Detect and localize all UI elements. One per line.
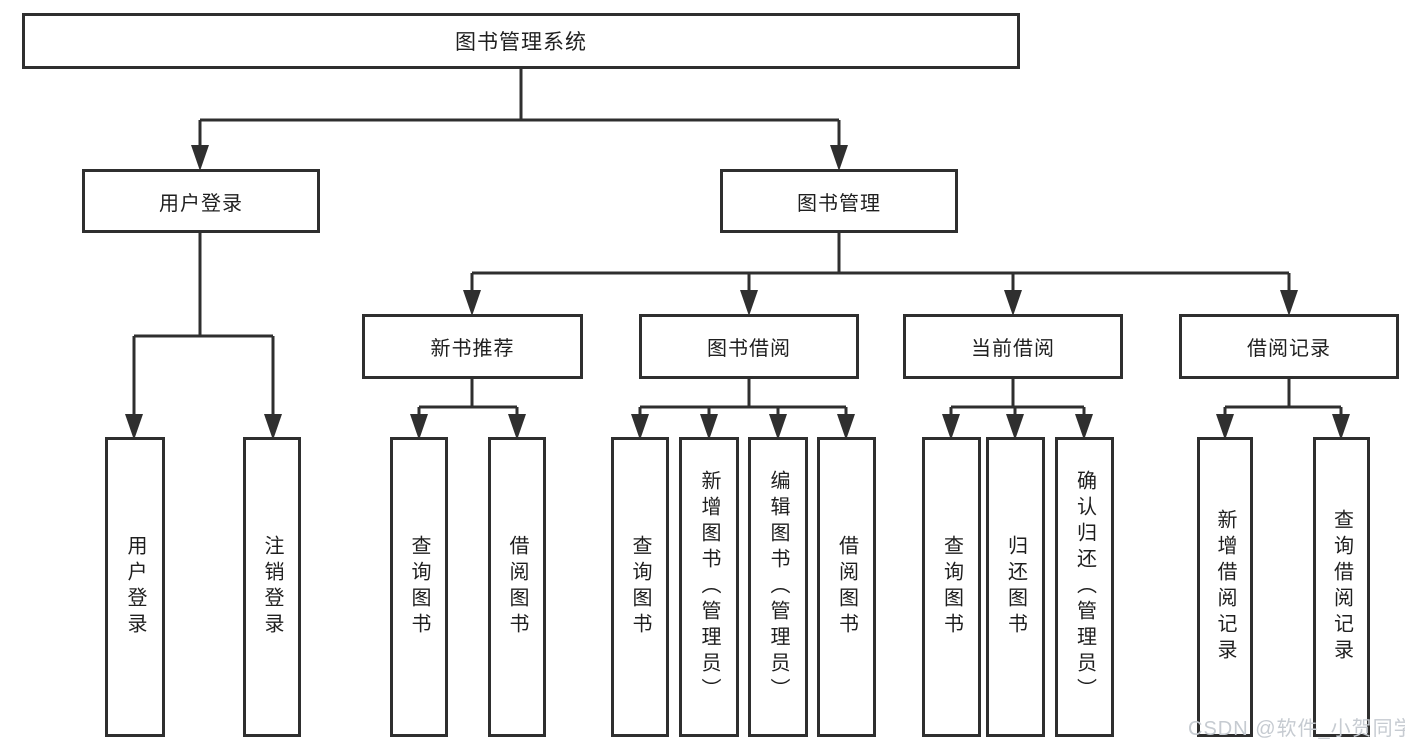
node-label: 归还图书 (1004, 535, 1027, 639)
leaf-edit-books-admin: 编辑图书（管理员） (748, 437, 808, 737)
leaf-add-borrow-record: 新增借阅记录 (1197, 437, 1253, 737)
leaf-confirm-return-admin: 确认归还（管理员） (1055, 437, 1114, 737)
leaf-logout: 注销登录 (243, 437, 301, 737)
node-current-borrowing: 当前借阅 (903, 314, 1123, 379)
node-label: 查询图书 (940, 535, 963, 639)
node-library-system: 图书管理系统 (22, 13, 1020, 69)
node-label: 查询图书 (408, 535, 430, 639)
node-label: 新增图书（管理员） (698, 470, 720, 704)
leaf-add-books-admin: 新增图书（管理员） (679, 437, 739, 737)
node-book-borrowing: 图书借阅 (639, 314, 859, 379)
node-label: 确认归还（管理员） (1073, 470, 1096, 704)
node-label: 图书借阅 (707, 338, 791, 360)
node-label: 用户登录 (124, 535, 146, 639)
node-label: 注销登录 (261, 535, 283, 639)
node-book-management: 图书管理 (720, 169, 958, 233)
node-label: 查询图书 (629, 535, 651, 639)
node-label: 图书管理系统 (455, 31, 587, 54)
node-label: 借阅图书 (506, 535, 528, 639)
leaf-borrow-books-borrowing: 借阅图书 (817, 437, 876, 737)
node-new-book-recommend: 新书推荐 (362, 314, 583, 379)
leaf-borrow-books-recommend: 借阅图书 (488, 437, 546, 737)
node-label: 借阅记录 (1247, 338, 1331, 360)
leaf-user-login: 用户登录 (105, 437, 165, 737)
leaf-query-borrow-record: 查询借阅记录 (1313, 437, 1370, 737)
node-label: 用户登录 (159, 192, 243, 215)
leaf-query-books-current: 查询图书 (922, 437, 981, 737)
node-label: 借阅图书 (835, 535, 858, 639)
node-label: 新书推荐 (430, 338, 515, 360)
leaf-return-books: 归还图书 (986, 437, 1045, 737)
node-label: 新增借阅记录 (1214, 509, 1236, 665)
node-label: 编辑图书（管理员） (767, 470, 789, 704)
node-user-login: 用户登录 (82, 169, 320, 233)
node-label: 图书管理 (797, 192, 881, 215)
leaf-query-books-recommend: 查询图书 (390, 437, 448, 737)
watermark: CSDN @软件_小贺同学 (1188, 718, 1405, 740)
leaf-query-books-borrowing: 查询图书 (611, 437, 669, 737)
node-borrowing-records: 借阅记录 (1179, 314, 1399, 379)
node-label: 当前借阅 (971, 338, 1055, 360)
node-label: 查询借阅记录 (1330, 509, 1353, 665)
